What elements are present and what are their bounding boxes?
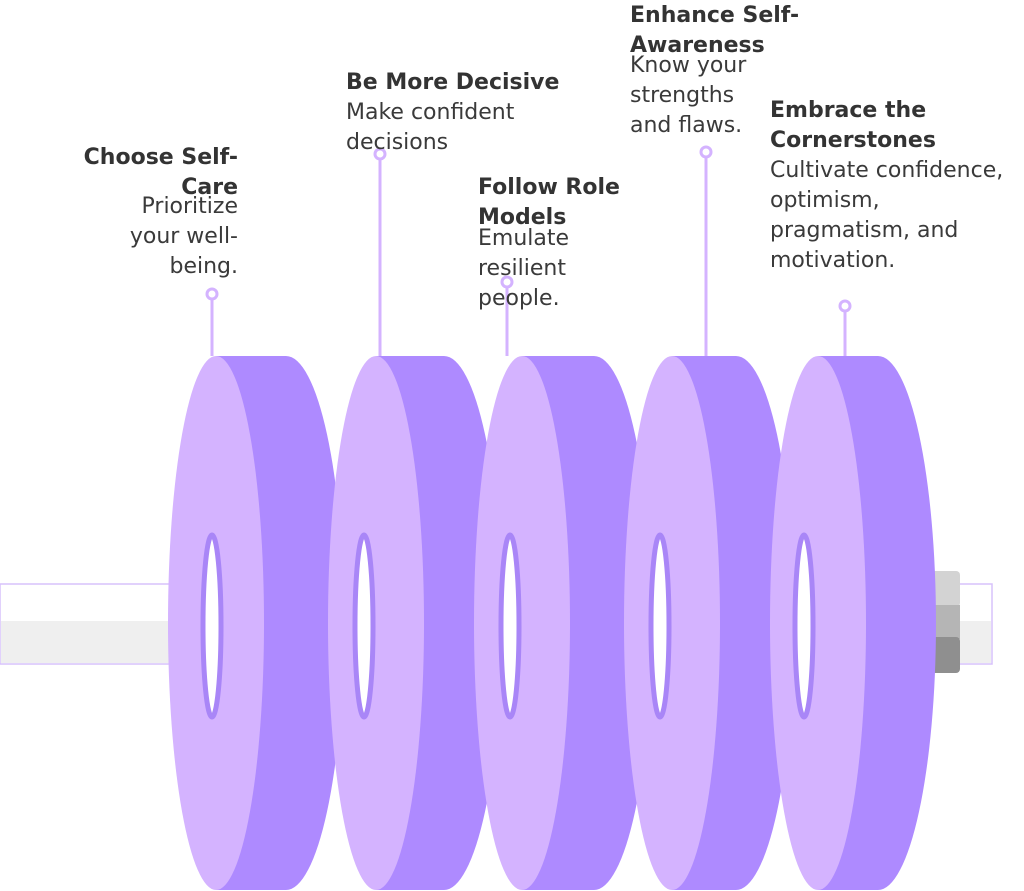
weight-plate-1 xyxy=(168,356,344,890)
weight-plate-2 xyxy=(328,356,502,890)
label-4-description: Know your strengths and flaws. xyxy=(630,53,747,138)
barbell-bar-right xyxy=(929,583,993,665)
leader-line-3 xyxy=(500,275,514,356)
label-3-description: Emulate resilient people. xyxy=(478,226,570,311)
leader-line-1 xyxy=(205,287,219,356)
label-2-title: Be More Decisive xyxy=(346,70,560,95)
label-2: Be More Decisive Make confident decision… xyxy=(346,68,596,158)
label-4-title: Enhance Self-Awareness xyxy=(630,3,800,58)
weight-plate-5 xyxy=(770,356,936,890)
label-1-title: Choose Self-Care xyxy=(83,145,238,200)
label-2-description: Make confident decisions xyxy=(346,100,515,155)
label-5: Embrace the Cornerstones Cultivate confi… xyxy=(770,96,1010,276)
leader-line-2 xyxy=(373,147,387,356)
label-1-description: Prioritize your well-being. xyxy=(129,194,238,279)
label-5-description: Cultivate confidence, optimism, pragmati… xyxy=(770,158,1004,273)
weight-plate-4 xyxy=(624,356,794,890)
weight-plate-3 xyxy=(474,356,652,890)
label-4-text: Know your strengths and flaws. xyxy=(630,51,775,141)
label-3-title: Follow Role Models xyxy=(478,175,620,230)
label-5-title: Embrace the Cornerstones xyxy=(770,98,936,153)
leader-line-4 xyxy=(699,145,713,356)
label-3-text: Emulate resilient people. xyxy=(478,224,598,314)
label-4: Enhance Self-Awareness xyxy=(630,1,820,61)
label-3: Follow Role Models xyxy=(478,173,638,233)
label-1: Choose Self-Care xyxy=(66,143,238,203)
leader-line-5 xyxy=(838,299,852,356)
label-1-text: Prioritize your well-being. xyxy=(100,192,238,282)
